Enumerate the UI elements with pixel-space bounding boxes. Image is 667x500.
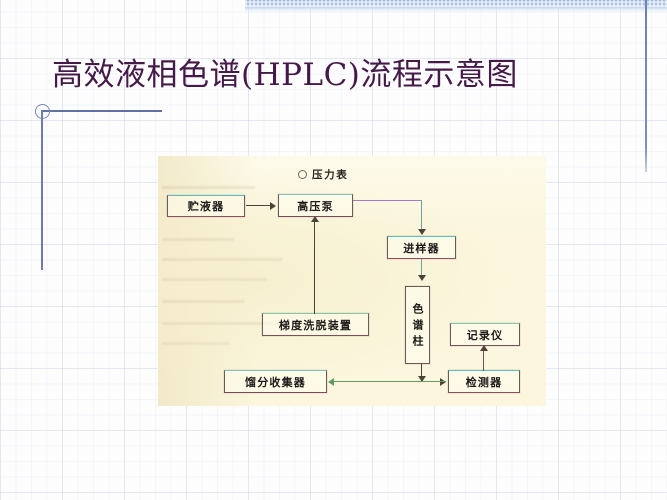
arrow-reservoir-to-pump [270,202,276,210]
node-recorder-label: 记录仪 [466,328,504,342]
node-column-label: 色谱柱 [411,303,424,351]
top-accent-band [245,0,667,13]
arrow-to-detector [440,378,446,386]
pressure-gauge-text: 压力表 [312,169,349,181]
node-reservoir-label: 贮液器 [187,200,225,213]
connector-column-to-detector [421,381,441,383]
connector-detector-to-fraction-collector [334,381,446,383]
pressure-gauge-label: 压力表 [298,167,348,182]
right-accent-rule [645,0,647,172]
scanned-diagram-image: 压力表 贮液器 高压泵 进样器 色谱柱 梯度洗脱装置 记录仪 检测器 馏分收集器 [158,156,546,406]
node-detector[interactable]: 检测器 [448,370,520,393]
arrow-injector-to-column [418,275,426,281]
connector-column-to-detector-line [421,364,423,382]
arrow-to-fraction-collector [328,378,334,386]
connector-injector-to-column [421,259,423,276]
node-detector-label: 检测器 [465,375,503,389]
connector-detector-to-recorder [483,350,485,371]
node-gradient-elution-label: 梯度洗脱装置 [278,318,353,332]
connector-pump-to-injector-horizontal [353,200,422,202]
page-title: 高效液相色谱(HPLC)流程示意图 [52,57,518,93]
title-underline [42,110,162,112]
pressure-gauge-icon [298,170,307,179]
connector-reservoir-to-pump [246,205,271,207]
connector-gradient-to-pump [314,220,316,314]
node-fraction-collector[interactable]: 馏分收集器 [224,370,327,393]
node-high-pressure-pump-label: 高压泵 [297,199,334,213]
arrow-column-down [418,376,426,382]
node-fraction-collector-label: 馏分收集器 [245,375,306,389]
connector-pump-to-injector-vertical [421,200,423,230]
node-injector[interactable]: 进样器 [387,236,456,259]
node-reservoir[interactable]: 贮液器 [167,195,245,217]
arrow-pump-to-injector [418,229,426,235]
node-recorder[interactable]: 记录仪 [450,323,520,346]
node-high-pressure-pump[interactable]: 高压泵 [278,194,353,217]
vertical-ornament-rule [41,110,43,270]
node-column[interactable]: 色谱柱 [405,286,430,364]
node-injector-label: 进样器 [403,241,440,255]
node-gradient-elution[interactable]: 梯度洗脱装置 [262,313,369,336]
